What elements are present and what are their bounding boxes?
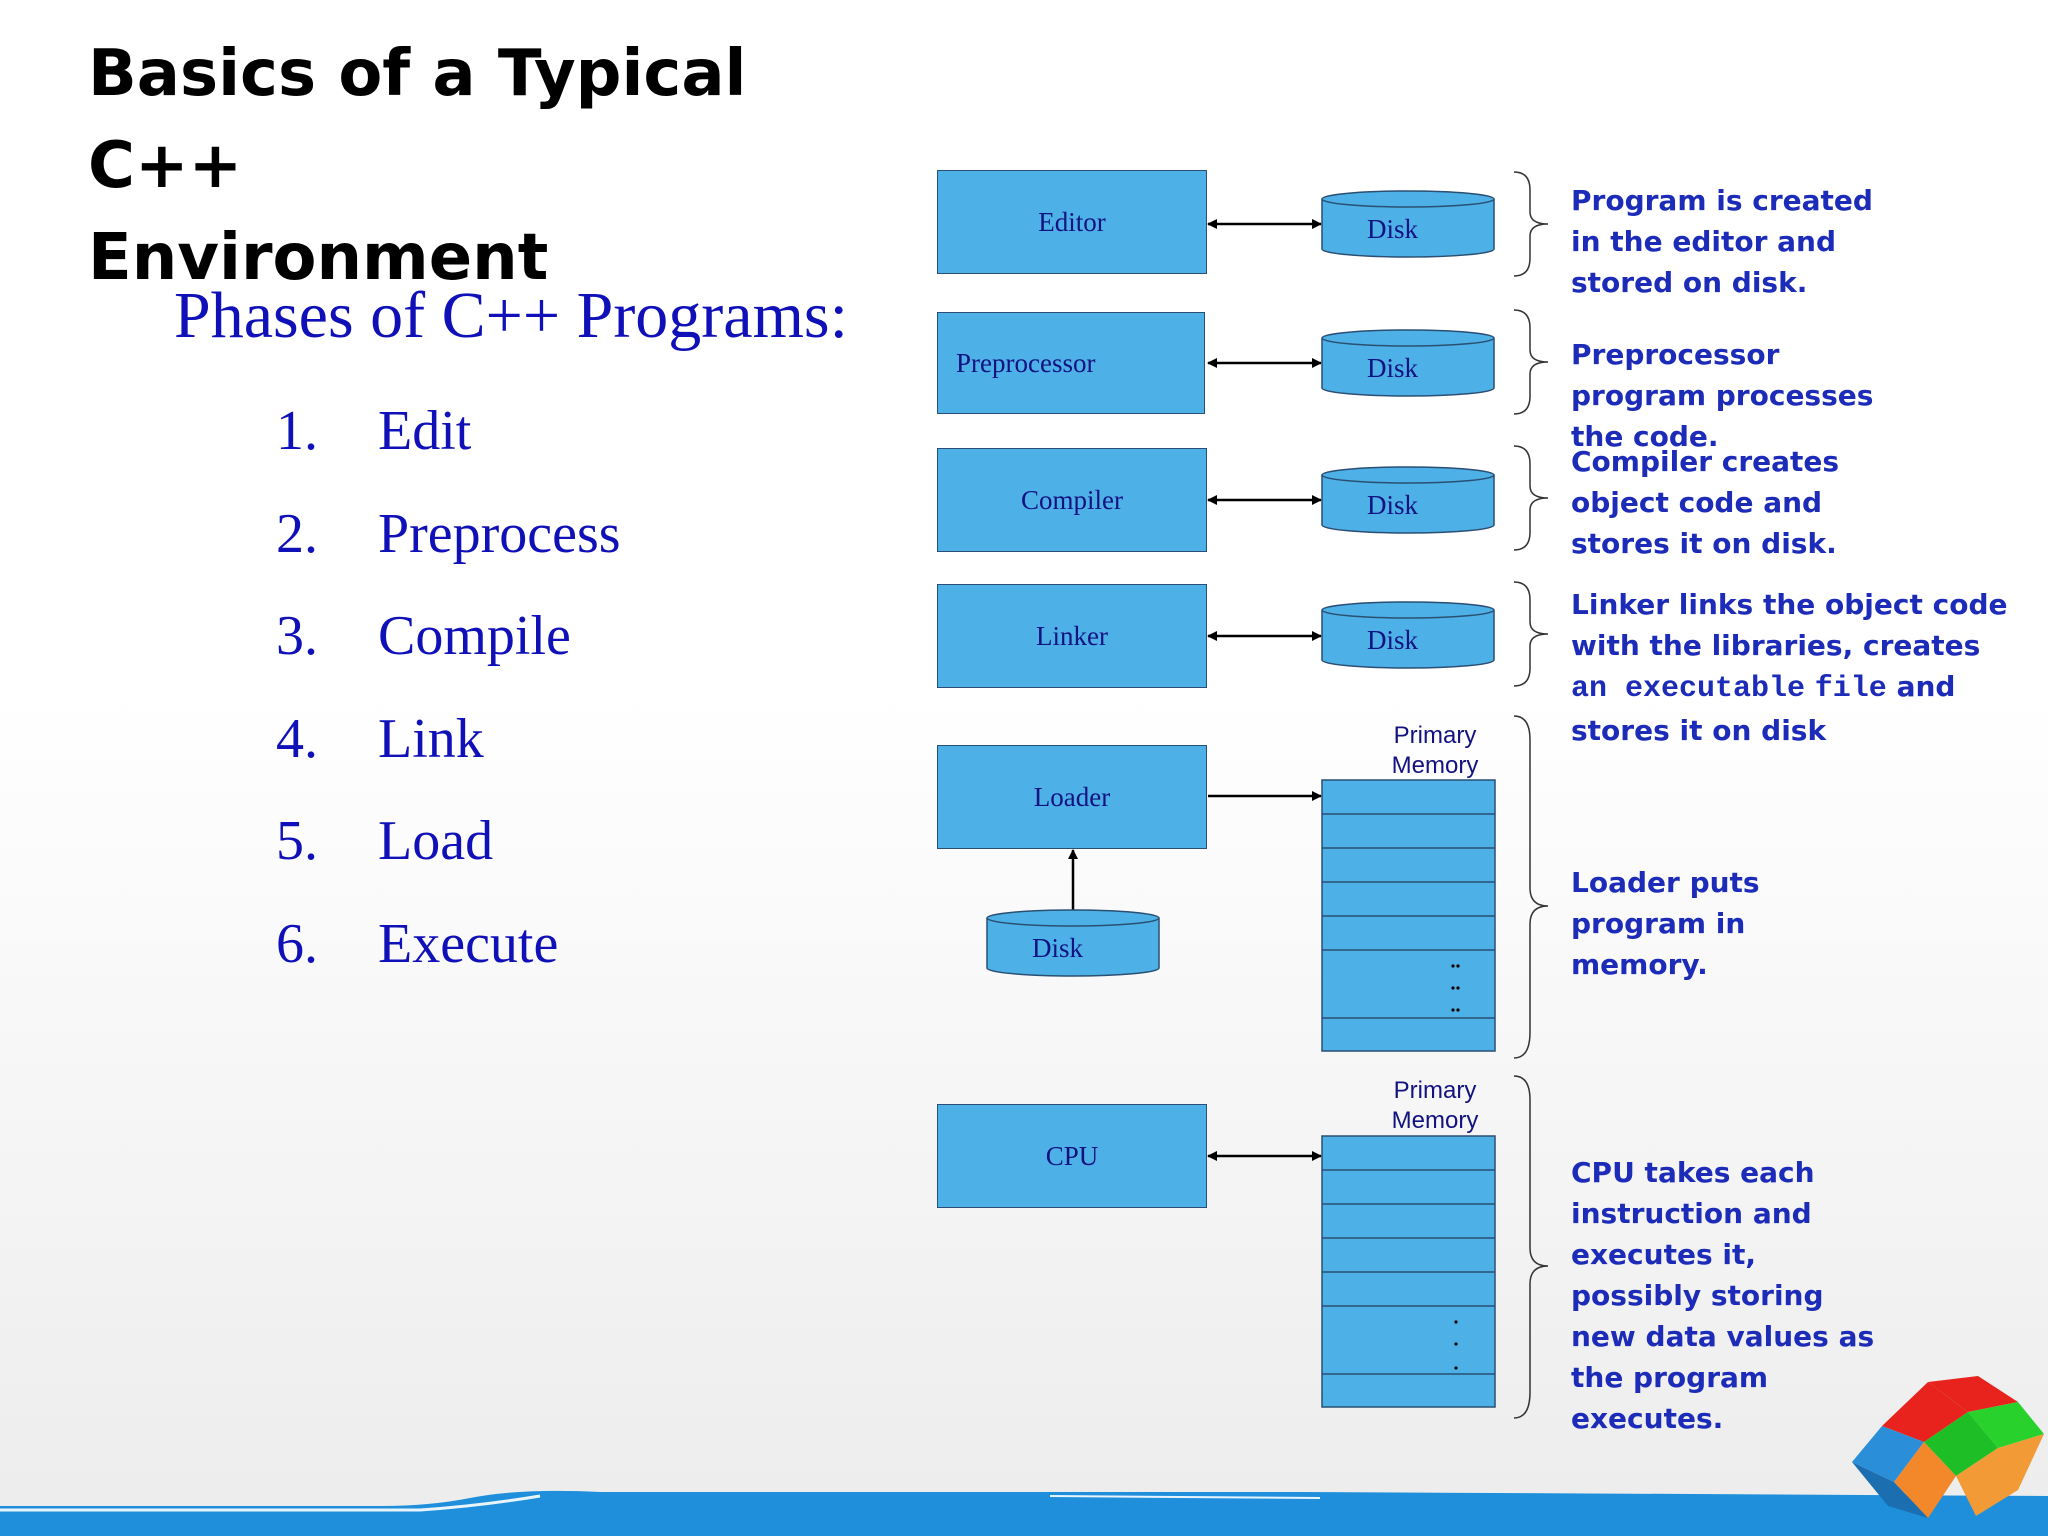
- phase-item-link: 4. Link: [276, 703, 621, 806]
- brace-loader: [1513, 715, 1549, 1059]
- slide-title-line2: Environment: [88, 221, 549, 295]
- description-cpu: CPU takes each instruction and executes …: [1571, 1156, 1875, 1435]
- phase-number: 1.: [276, 400, 318, 462]
- phase-label: Execute: [378, 912, 559, 975]
- memory-label-line: Memory: [1391, 752, 1479, 779]
- memory-ellipsis-dots: [1451, 964, 1460, 1012]
- editor-box: Editor: [937, 170, 1207, 274]
- primary-memory-cpu: [1321, 1135, 1496, 1408]
- phase-item-edit: 1. Edit: [276, 395, 621, 498]
- disk-label-preprocessor: Disk: [1367, 353, 1419, 383]
- phases-list: 1. Edit 2. Preprocess 3. Compile 4. Link 5. L…: [276, 395, 621, 1010]
- disk-linker: [1321, 601, 1495, 669]
- phase-label: Link: [378, 707, 484, 770]
- brace-linker: [1513, 581, 1549, 687]
- description-preprocessor: Preprocessor program processes the code.: [1571, 338, 1874, 453]
- description-linker-mono: an executable: [1571, 672, 1806, 706]
- phase-item-load: 5. Load: [276, 805, 621, 908]
- disk-label-loader: Disk: [1032, 933, 1084, 963]
- footer-wave: [0, 1490, 2048, 1536]
- logo-cube-icon: [1852, 1376, 2044, 1518]
- memory-label-line: Memory: [1391, 1107, 1479, 1134]
- phase-number: 2.: [276, 502, 318, 565]
- cpu-box: CPU: [937, 1104, 1207, 1208]
- description-editor: Program is created in the editor and sto…: [1571, 184, 1873, 299]
- primary-memory-label-cpu: Primary Memory: [1355, 1076, 1515, 1136]
- phase-label: Compile: [378, 605, 571, 667]
- description-linker-mono: file: [1814, 672, 1887, 706]
- preprocessor-box: Preprocessor: [937, 312, 1205, 414]
- description-compiler: Compiler creates object code and stores …: [1571, 445, 1840, 560]
- phase-label: Load: [378, 810, 494, 872]
- slide-title-line1: Basics of a Typical C++: [88, 37, 747, 203]
- phase-item-execute: 6. Execute: [276, 908, 621, 1011]
- brace-cpu: [1513, 1075, 1549, 1419]
- linker-box: Linker: [937, 584, 1207, 688]
- phase-label: Edit: [378, 400, 472, 462]
- loader-label: Loader: [1033, 781, 1111, 812]
- brace-editor: [1513, 171, 1549, 277]
- description-loader: Loader puts program in memory.: [1571, 866, 1760, 981]
- phases-heading: Phases of C++ Programs:: [174, 279, 848, 352]
- phase-item-compile: 3. Compile: [276, 600, 621, 703]
- phase-label: Preprocess: [378, 502, 621, 565]
- disk-label-linker: Disk: [1367, 625, 1419, 655]
- compiler-box: Compiler: [937, 448, 1207, 552]
- primary-memory-label-loader: Primary Memory: [1355, 721, 1515, 781]
- preprocessor-label: Preprocessor: [956, 347, 1096, 378]
- phase-number: 6.: [276, 912, 318, 975]
- linker-label: Linker: [1036, 620, 1108, 651]
- primary-memory-loader: [1321, 779, 1496, 1052]
- disk-compiler: [1321, 466, 1495, 534]
- description-linker-text: Linker links the object code with the li…: [1571, 588, 2008, 662]
- disk-label-compiler: Disk: [1367, 490, 1419, 520]
- description-linker: Linker links the object code with the li…: [1571, 584, 2011, 751]
- editor-label: Editor: [1038, 206, 1106, 237]
- memory-ellipsis-dots: [1454, 1320, 1458, 1370]
- memory-label-line: Primary: [1393, 722, 1477, 749]
- phase-item-preprocess: 2. Preprocess: [276, 498, 621, 601]
- phase-number: 4.: [276, 707, 318, 770]
- brace-preprocessor: [1513, 309, 1549, 415]
- slide-title: Basics of a Typical C++ Environment: [88, 28, 888, 304]
- memory-label-line: Primary: [1393, 1077, 1477, 1104]
- compiler-label: Compiler: [1021, 484, 1123, 515]
- disk-preprocessor: [1321, 329, 1495, 397]
- loader-box: Loader: [937, 745, 1207, 849]
- disk-label-editor: Disk: [1367, 214, 1419, 244]
- disk-editor: [1321, 190, 1495, 258]
- phase-number: 3.: [276, 605, 318, 667]
- disk-loader: [986, 909, 1160, 977]
- cpu-label: CPU: [1045, 1140, 1099, 1171]
- description-linker-text: and stores it on disk: [1571, 670, 1956, 747]
- phase-number: 5.: [276, 810, 318, 872]
- brace-compiler: [1513, 445, 1549, 551]
